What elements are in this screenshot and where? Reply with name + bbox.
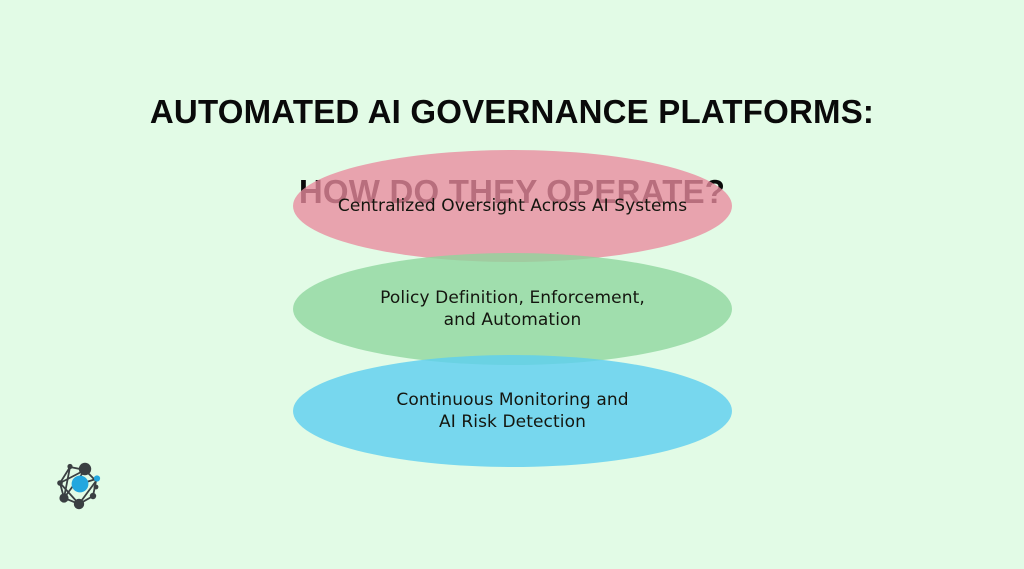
ellipse-label-1: Centralized Oversight Across AI Systems bbox=[337, 196, 688, 216]
page-title-line-1: AUTOMATED AI GOVERNANCE PLATFORMS: bbox=[149, 93, 875, 130]
diagram-ellipse-policy-definition: Policy Definition, Enforcement, and Auto… bbox=[293, 253, 732, 365]
network-nodes-logo bbox=[52, 457, 108, 513]
ellipse-shape-3 bbox=[293, 355, 732, 467]
ellipse-label-3: Continuous Monitoring and AI Risk Detect… bbox=[396, 390, 629, 432]
ellipse-shape-1 bbox=[293, 150, 732, 262]
ellipse-label-2: Policy Definition, Enforcement, and Auto… bbox=[380, 288, 645, 330]
diagram-ellipse-centralized-oversight: Centralized Oversight Across AI Systems bbox=[293, 150, 732, 262]
ellipse-shape-2 bbox=[293, 253, 732, 365]
diagram-ellipse-continuous-monitoring: Continuous Monitoring and AI Risk Detect… bbox=[293, 355, 732, 467]
